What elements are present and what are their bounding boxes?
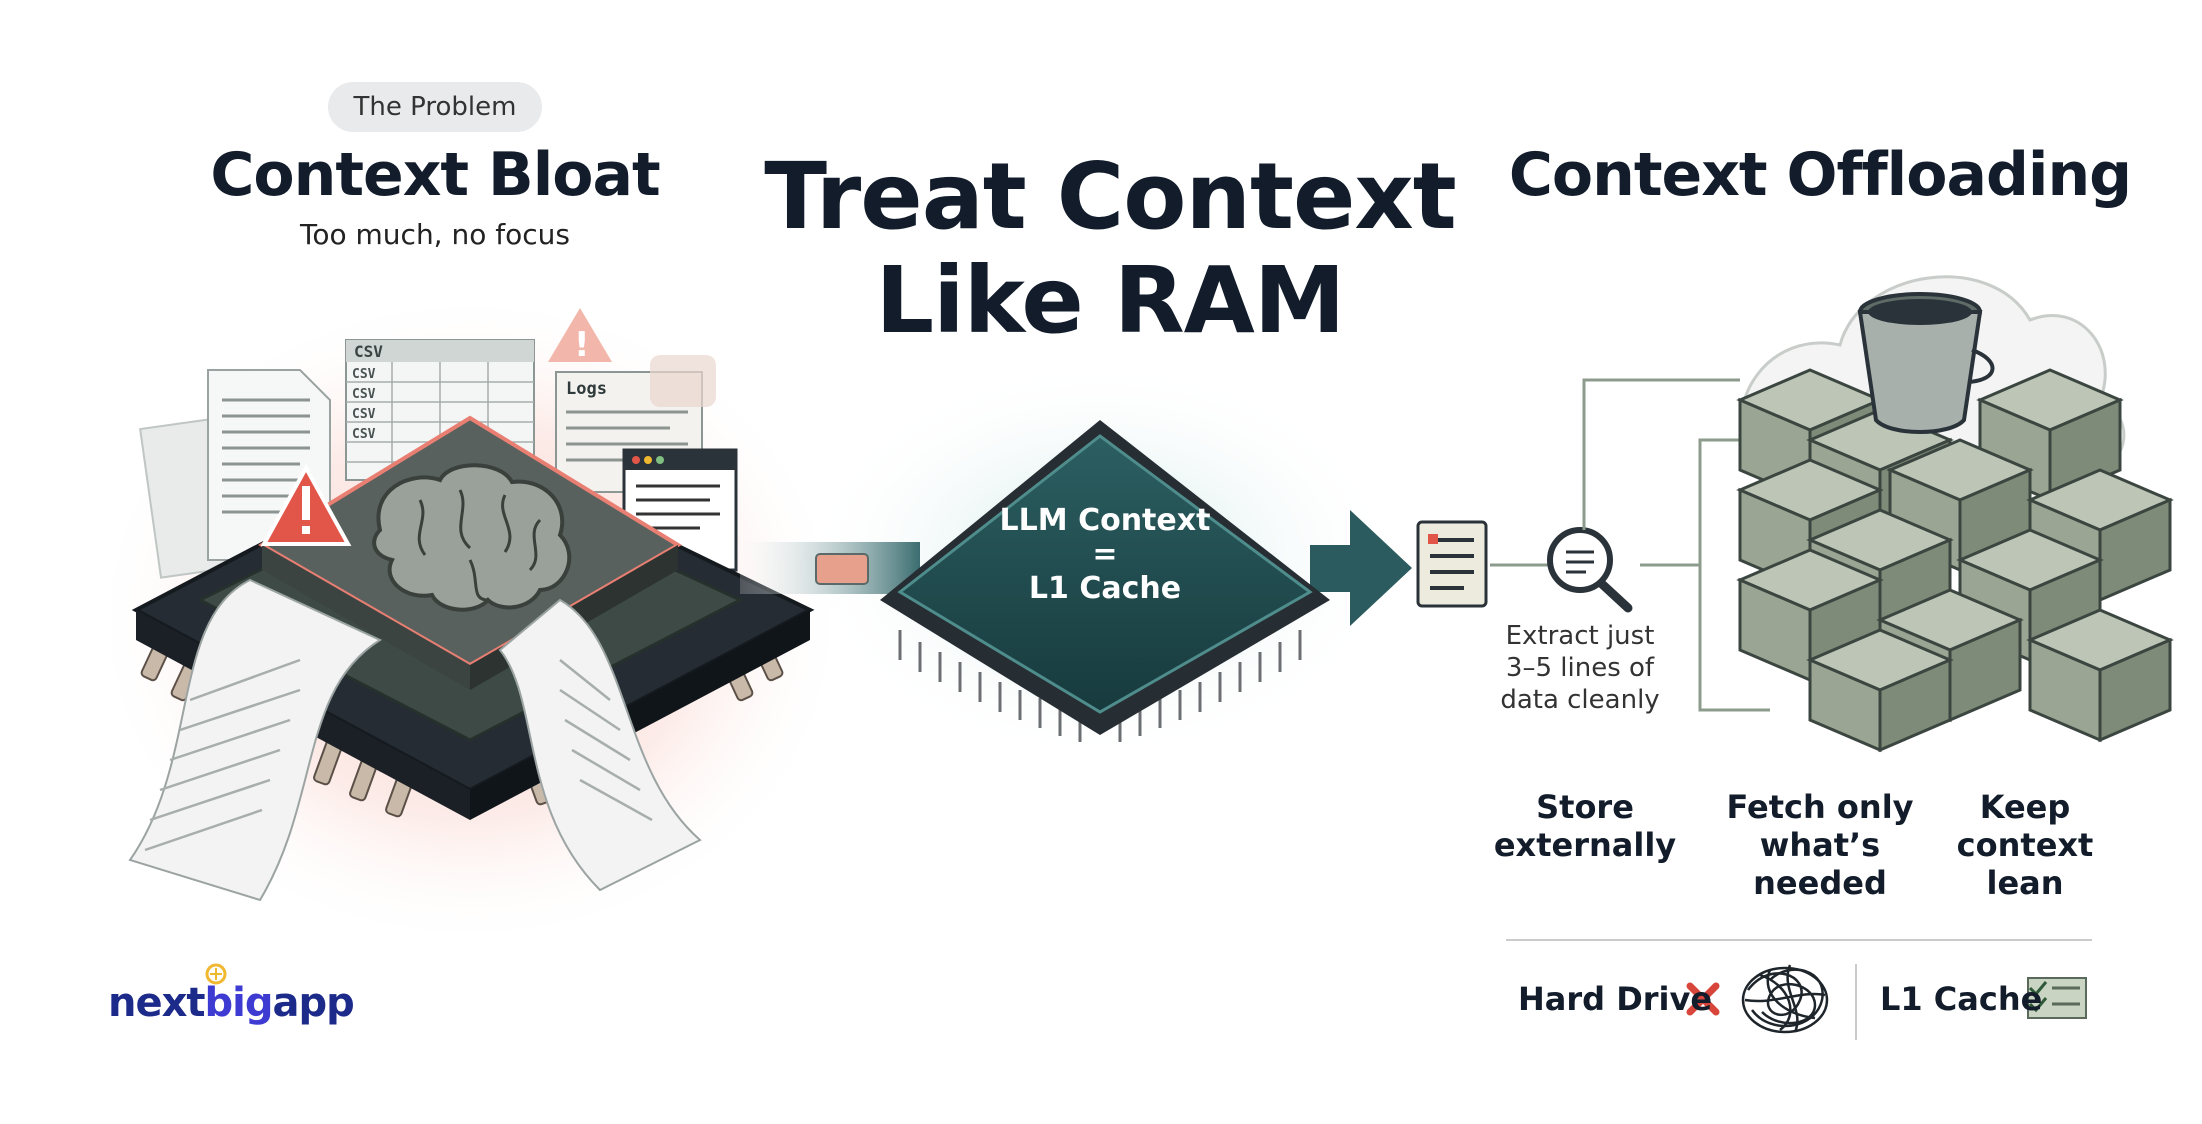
extracted-doc-icon: [1416, 520, 1488, 608]
document-stack: CSV CSV CSV CSV CSV Logs: [139, 339, 738, 579]
storage-cubes: [1736, 368, 2174, 753]
brand-logo: nextbigapp: [108, 980, 355, 1026]
main-title-line2: Like RAM: [875, 247, 1346, 354]
svg-text:!: !: [574, 325, 590, 365]
bucket-icon: [1857, 292, 1995, 434]
main-title: Treat Context Like RAM: [740, 145, 1480, 353]
svg-text:CSV: CSV: [352, 427, 376, 442]
svg-text:CSV: CSV: [352, 387, 376, 402]
hard-drive-label: Hard Drive: [1518, 980, 1713, 1018]
context-bloat-subtitle: Too much, no focus: [300, 218, 570, 251]
warning-icon-alert: [260, 463, 352, 546]
problem-badge: The Problem: [328, 82, 542, 132]
paper-overflow: [128, 578, 702, 902]
csv-header: CSV: [354, 342, 383, 361]
logs-label: Logs: [566, 379, 607, 399]
checklist-icon: [2027, 977, 2087, 1019]
context-bloat-title: Context Bloat: [210, 140, 660, 210]
context-offloading-title: Context Offloading: [1508, 140, 2132, 210]
l1-cache-chip: [880, 420, 1330, 742]
svg-text:CSV: CSV: [352, 407, 376, 422]
arrow-out: [1310, 510, 1412, 626]
tangle-icon: [1741, 964, 1829, 1034]
warning-icon: !: [548, 308, 612, 365]
magnifier-icon: [1490, 527, 1633, 613]
extract-note: Extract just 3–5 lines of data cleanly: [1500, 621, 1660, 715]
logo-spark-icon: [205, 963, 227, 985]
cross-icon: [1686, 982, 1720, 1016]
main-title-line1: Treat Context: [764, 143, 1456, 250]
step-fetch-only: Fetch only what’s needed: [1726, 788, 1914, 902]
svg-text:CSV: CSV: [352, 367, 376, 382]
step-keep-lean: Keep context lean: [1956, 788, 2094, 902]
step-store-externally: Store externally: [1493, 788, 1677, 864]
brain-icon: [372, 463, 572, 612]
l1-cache-label: L1 Cache: [1880, 980, 2043, 1018]
chip-label: LLM Context = L1 Cache: [999, 503, 1211, 606]
connector-lines: [1582, 378, 1770, 712]
